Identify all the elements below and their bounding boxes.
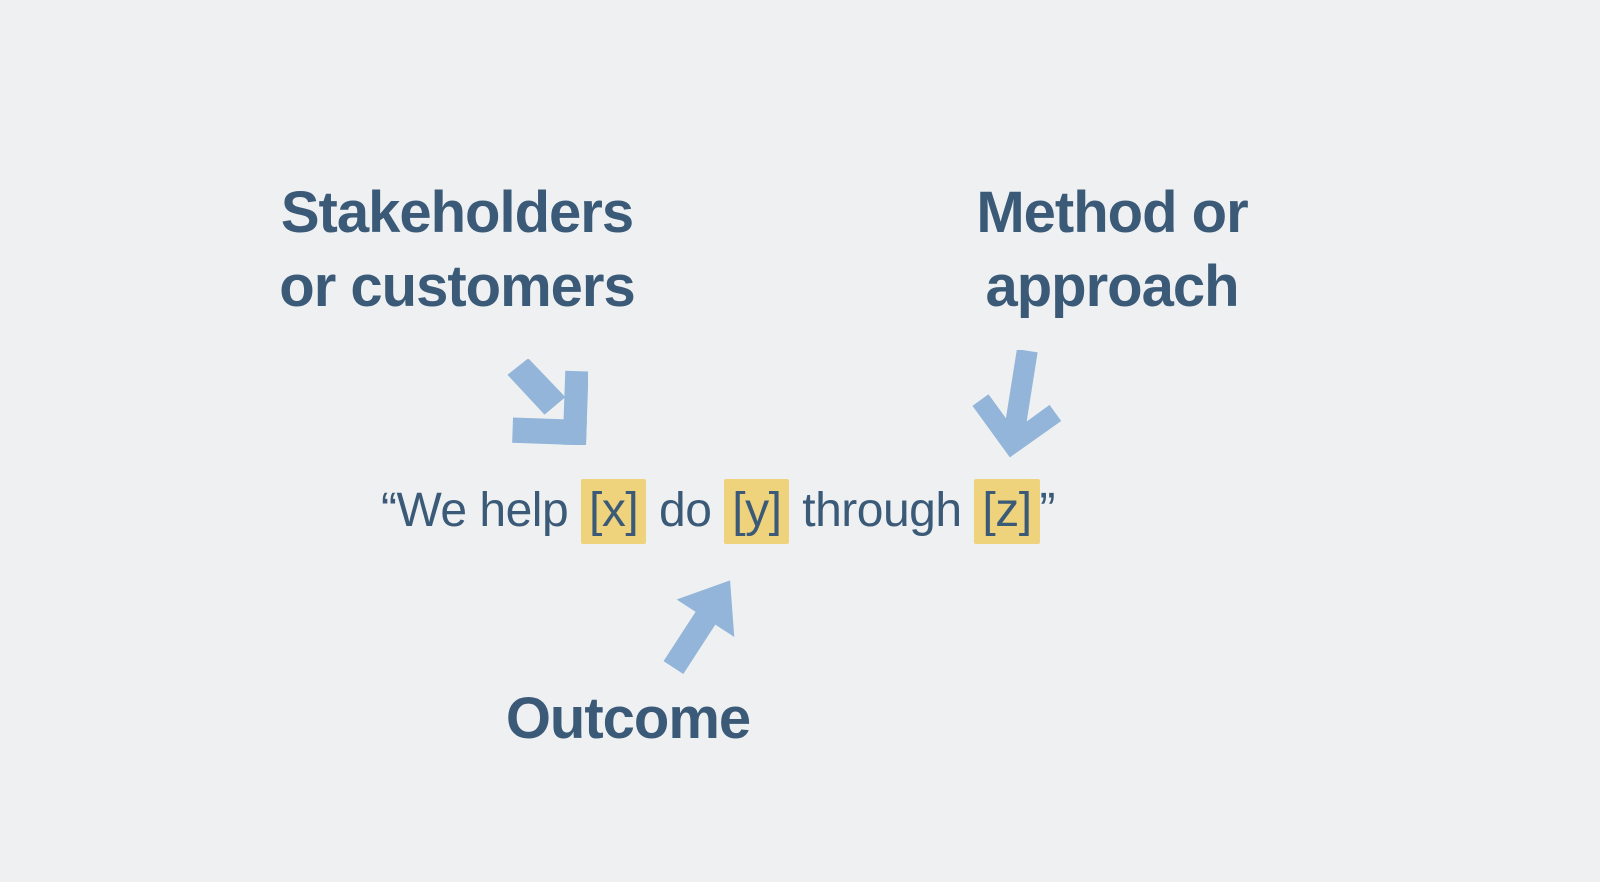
label-outcome-text: Outcome xyxy=(505,686,751,751)
label-method-line1: Method or xyxy=(976,180,1248,245)
quote-mid1: do xyxy=(646,484,725,537)
quote-mid2: through xyxy=(789,484,975,537)
label-method-line2: approach xyxy=(985,254,1239,319)
label-stakeholders-line2: or customers xyxy=(279,254,635,319)
quote-highlight-x: [x] xyxy=(581,479,647,544)
quote-highlight-y: [y] xyxy=(724,479,790,544)
arrow-down-right-icon xyxy=(506,358,589,450)
quote-highlight-z: [z] xyxy=(974,479,1040,544)
label-stakeholders: Stakeholders or customers xyxy=(279,176,635,324)
label-outcome: Outcome xyxy=(505,682,751,756)
quote-suffix: ” xyxy=(1039,484,1056,537)
quote-prefix: “We help xyxy=(380,484,582,537)
quote-sentence: “We help [x] do [y] through [z]” xyxy=(380,478,1056,544)
arrow-up-right-icon xyxy=(656,572,748,681)
label-method: Method or approach xyxy=(976,176,1248,324)
arrow-down-icon xyxy=(966,349,1070,467)
label-stakeholders-line1: Stakeholders xyxy=(280,180,634,245)
